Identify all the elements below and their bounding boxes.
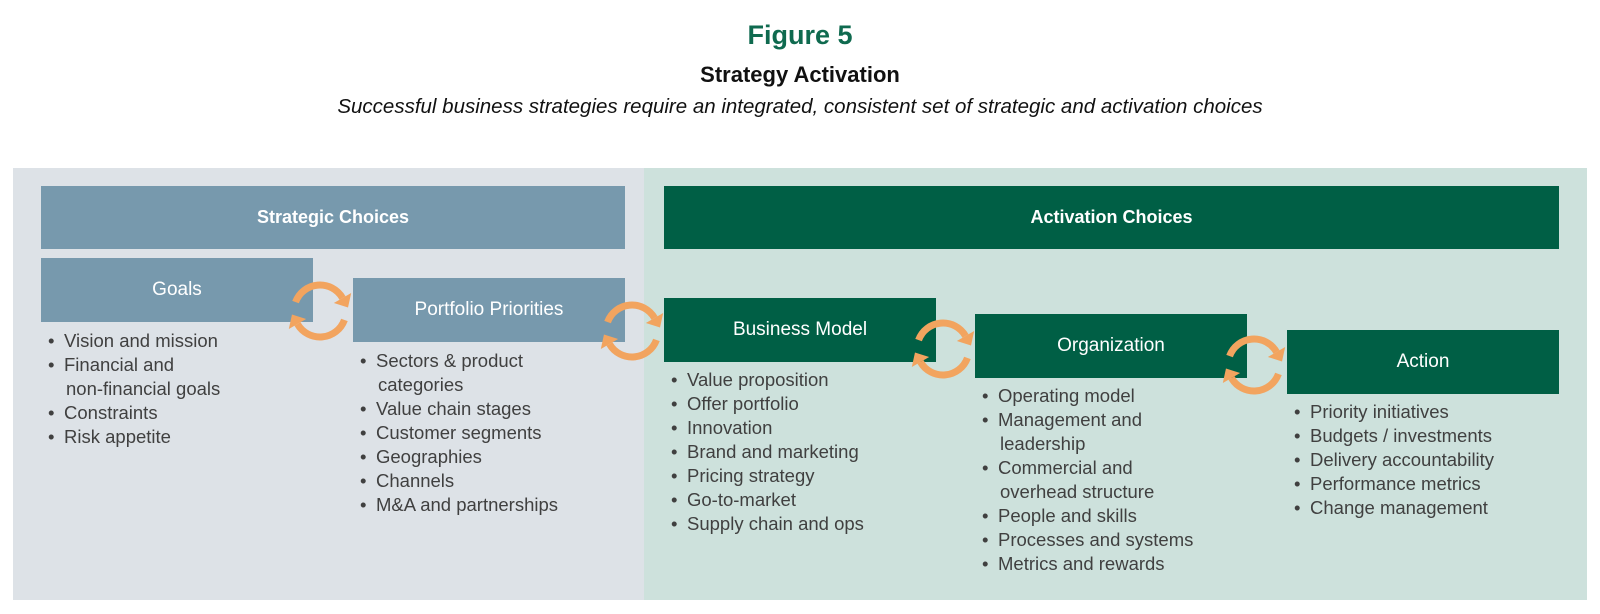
list-item: Channels bbox=[360, 469, 558, 493]
list-item: Processes and systems bbox=[982, 528, 1193, 552]
business-model-list: Value proposition Offer portfolio Innova… bbox=[671, 368, 864, 536]
list-item: Value proposition bbox=[671, 368, 864, 392]
circular-arrows-icon bbox=[600, 301, 664, 361]
list-item: Sectors & product bbox=[360, 349, 558, 373]
list-item: Commercial and bbox=[982, 456, 1193, 480]
list-item: Constraints bbox=[48, 401, 220, 425]
circular-arrows-icon bbox=[288, 281, 352, 341]
portfolio-list: Sectors & product categories Value chain… bbox=[360, 349, 558, 517]
goals-list: Vision and mission Financial and non-fin… bbox=[48, 329, 220, 449]
portfolio-priorities-box: Portfolio Priorities bbox=[353, 278, 625, 342]
list-item: non-financial goals bbox=[66, 378, 221, 399]
figure-title: Strategy Activation bbox=[700, 62, 900, 87]
action-box: Action bbox=[1287, 330, 1559, 394]
list-item: Customer segments bbox=[360, 421, 558, 445]
list-item: Budgets / investments bbox=[1294, 424, 1494, 448]
list-item: Offer portfolio bbox=[671, 392, 864, 416]
list-item: Supply chain and ops bbox=[671, 512, 864, 536]
list-item: Operating model bbox=[982, 384, 1193, 408]
business-model-box: Business Model bbox=[664, 298, 936, 362]
list-item: Geographies bbox=[360, 445, 558, 469]
figure-subtitle: Successful business strategies require a… bbox=[337, 95, 1263, 118]
list-item: Value chain stages bbox=[360, 397, 558, 421]
list-item: Delivery accountability bbox=[1294, 448, 1494, 472]
circular-arrows-icon bbox=[1222, 335, 1286, 395]
strategic-choices-header: Strategic Choices bbox=[41, 186, 625, 249]
list-item: Performance metrics bbox=[1294, 472, 1494, 496]
list-item: M&A and partnerships bbox=[360, 493, 558, 517]
list-item: Metrics and rewards bbox=[982, 552, 1193, 576]
list-item: overhead structure bbox=[1000, 481, 1155, 502]
list-item: Innovation bbox=[671, 416, 864, 440]
list-item: Priority initiatives bbox=[1294, 400, 1494, 424]
list-item: leadership bbox=[1000, 433, 1086, 454]
organization-box: Organization bbox=[975, 314, 1247, 378]
activation-choices-header: Activation Choices bbox=[664, 186, 1559, 249]
figure-number: Figure 5 bbox=[747, 20, 853, 50]
list-item: Management and bbox=[982, 408, 1193, 432]
list-item: Financial and bbox=[48, 353, 220, 377]
list-item: Vision and mission bbox=[48, 329, 220, 353]
list-item: Change management bbox=[1294, 496, 1494, 520]
list-item: Go-to-market bbox=[671, 488, 864, 512]
list-item: People and skills bbox=[982, 504, 1193, 528]
list-item: Pricing strategy bbox=[671, 464, 864, 488]
goals-box: Goals bbox=[41, 258, 313, 322]
circular-arrows-icon bbox=[911, 319, 975, 379]
list-item: categories bbox=[378, 374, 464, 395]
list-item: Risk appetite bbox=[48, 425, 220, 449]
organization-list: Operating model Management and leadershi… bbox=[982, 384, 1193, 576]
list-item: Brand and marketing bbox=[671, 440, 864, 464]
action-list: Priority initiatives Budgets / investmen… bbox=[1294, 400, 1494, 520]
